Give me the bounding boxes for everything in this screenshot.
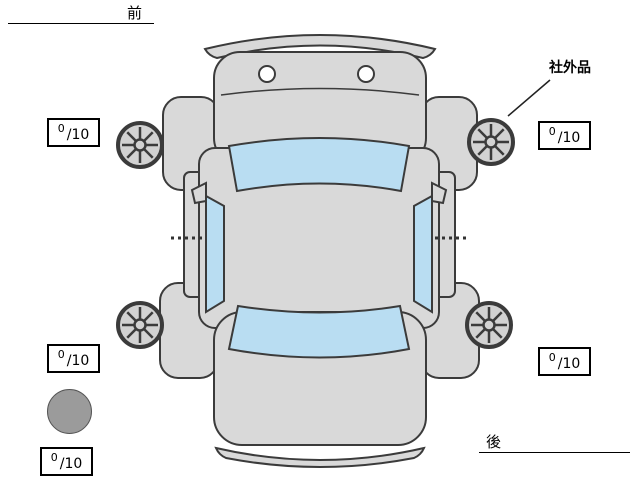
tread-value: 0 <box>548 125 556 138</box>
wheel-front-right-icon <box>467 118 515 166</box>
right-side-window <box>413 194 433 314</box>
rear-label: 後 <box>479 431 630 453</box>
hood-circle-left <box>258 65 276 83</box>
spare-tire-circle <box>47 389 92 434</box>
tread-value: 0 <box>57 348 65 361</box>
left-side-window <box>205 194 225 314</box>
tread-max: /10 <box>66 126 90 143</box>
wheel-rear-right-icon <box>465 301 513 349</box>
wheel-front-left-icon <box>116 121 164 169</box>
hood-circle-right <box>357 65 375 83</box>
tread-max: /10 <box>557 355 581 372</box>
wheel-rear-left-icon <box>116 301 164 349</box>
windshield-glass <box>227 137 411 193</box>
tread-max: /10 <box>59 455 83 472</box>
tread-depth-box-front-left: 0 /10 <box>47 118 100 147</box>
tread-max: /10 <box>66 352 90 369</box>
rear-bumper <box>214 446 426 468</box>
tread-depth-box-rear-left: 0 /10 <box>47 344 100 373</box>
tread-value: 0 <box>548 351 556 364</box>
hood-seam-line <box>220 87 420 96</box>
aftermarket-callout-line <box>507 79 551 117</box>
tread-depth-box-spare: 0 /10 <box>40 447 93 476</box>
tread-depth-box-rear-right: 0 /10 <box>538 347 591 376</box>
tread-value: 0 <box>50 451 58 464</box>
tread-max: /10 <box>557 129 581 146</box>
rear-window-glass <box>227 304 411 359</box>
front-label: 前 <box>8 2 154 24</box>
tread-value: 0 <box>57 122 65 135</box>
tread-depth-box-front-right: 0 /10 <box>538 121 591 150</box>
front-bumper <box>203 34 437 60</box>
aftermarket-part-label: 社外品 <box>549 60 591 76</box>
